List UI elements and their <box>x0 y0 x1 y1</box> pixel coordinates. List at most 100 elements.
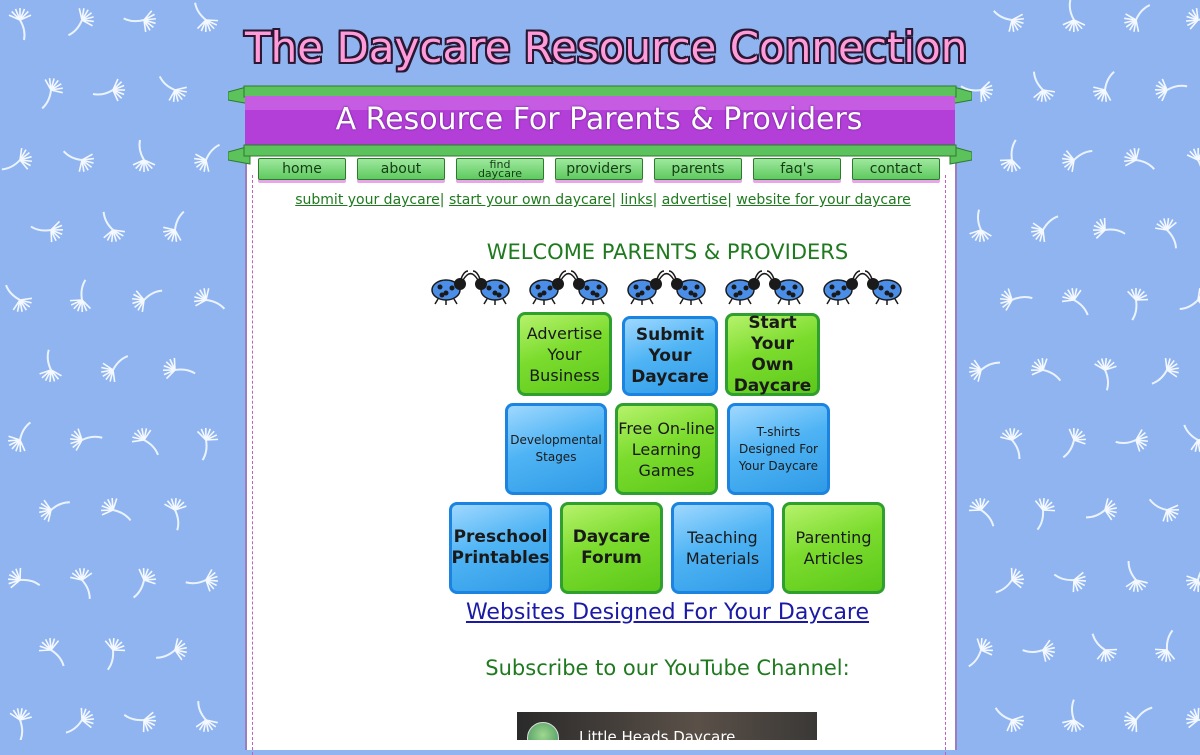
dandelion-seed-icon <box>97 494 136 532</box>
tile-tshirts[interactable]: T-shirts Designed For Your Daycare <box>727 403 830 495</box>
dandelion-seed-icon <box>1144 354 1183 389</box>
dandelion-seed-icon <box>133 140 155 172</box>
tile-teaching-materials[interactable]: Teaching Materials <box>671 502 774 594</box>
link-advertise[interactable]: advertise <box>662 192 727 208</box>
link-start-own-daycare[interactable]: start your own daycare <box>449 192 611 208</box>
dandelion-seed-icon <box>160 355 198 387</box>
dandelion-seed-icon <box>1178 417 1200 456</box>
dandelion-seed-icon <box>969 209 994 243</box>
link-separator: | <box>653 192 658 208</box>
tile-daycare-forum[interactable]: Daycare Forum <box>560 502 663 594</box>
dandelion-seed-icon <box>1182 705 1200 739</box>
dandelion-seed-icon <box>97 208 127 245</box>
tile-developmental-stages[interactable]: Developmental Stages <box>505 403 607 495</box>
dandelion-seed-icon <box>1090 215 1128 247</box>
dandelion-seed-icon <box>997 137 1029 175</box>
dandelion-seed-icon <box>69 428 103 453</box>
tile-preschool-printables[interactable]: Preschool Printables <box>449 502 552 594</box>
nav-tab-faqs[interactable]: faq's <box>753 158 841 180</box>
dandelion-seed-icon <box>1024 494 1058 533</box>
dandelion-seed-icon <box>190 139 229 176</box>
websites-designed-link[interactable]: Websites Designed For Your Daycare <box>420 600 915 630</box>
dandelion-seed-icon <box>185 567 219 592</box>
tile-submit-daycare[interactable]: Submit Your Daycare <box>622 316 718 396</box>
link-separator: | <box>727 192 732 208</box>
nav-tab-parents[interactable]: parents <box>654 158 742 180</box>
dandelion-seed-icon <box>9 8 31 40</box>
dandelion-seed-icon <box>999 426 1026 461</box>
dandelion-seed-icon <box>999 288 1033 313</box>
dandelion-seed-icon <box>93 79 125 101</box>
dandelion-seed-icon <box>37 495 73 523</box>
dandelion-seed-icon <box>153 637 189 665</box>
dandelion-seed-icon <box>191 698 219 734</box>
dandelion-seed-icon <box>959 634 998 672</box>
site-subtitle: A Resource For Parents & Providers <box>245 95 953 145</box>
dandelion-seed-icon <box>1027 68 1057 105</box>
dandelion-seed-icon <box>28 213 66 245</box>
tile-start-own-daycare[interactable]: Start Your Own Daycare <box>725 313 820 396</box>
dandelion-seed-icon <box>990 698 1028 737</box>
dandelion-seed-icon <box>97 350 136 386</box>
link-submit-daycare[interactable]: submit your daycare <box>295 192 440 208</box>
ladybug-icon <box>665 271 705 305</box>
dandelion-seed-icon <box>4 565 42 599</box>
dandelion-seed-icon <box>1063 0 1086 32</box>
dandelion-seed-icon <box>1060 144 1097 174</box>
dandelion-seed-icon <box>1061 698 1089 734</box>
ladybug-icon <box>824 271 864 305</box>
dandelion-seed-icon <box>94 634 128 672</box>
youtube-video-embed[interactable]: Little Heads Daycare <box>517 712 817 740</box>
channel-avatar <box>527 722 559 740</box>
dandelion-seed-icon <box>39 349 64 383</box>
ladybug-icon <box>567 271 607 305</box>
ladybug-icon <box>628 271 668 305</box>
nav-tab-home[interactable]: home <box>258 158 346 180</box>
dandelion-seed-icon <box>59 705 98 739</box>
dandelion-seed-icon <box>0 277 36 316</box>
dandelion-seed-icon <box>1115 427 1149 452</box>
main-nav: home about find daycare providers parent… <box>258 158 948 184</box>
nav-tab-about[interactable]: about <box>357 158 445 180</box>
dandelion-seed-icon <box>1092 357 1117 391</box>
dandelion-seed-icon <box>1153 216 1183 253</box>
dandelion-seed-icon <box>69 566 97 602</box>
dandelion-seed-icon <box>189 425 221 463</box>
ladybug-icon <box>763 271 803 305</box>
link-separator: | <box>440 192 445 208</box>
dandelion-seed-icon <box>1176 286 1200 316</box>
dandelion-seed-icon <box>1118 285 1150 323</box>
dandelion-seed-icon <box>1089 67 1126 106</box>
dandelion-seed-icon <box>129 284 166 314</box>
nav-tab-providers[interactable]: providers <box>555 158 643 180</box>
dandelion-seed-icon <box>6 706 33 740</box>
dandelion-seed-icon <box>1027 210 1066 245</box>
dandelion-seed-icon <box>1122 558 1149 593</box>
dandelion-seed-icon <box>1120 0 1159 36</box>
dandelion-seed-icon <box>1183 6 1200 36</box>
dandelion-seed-icon <box>189 0 221 35</box>
link-website-for-daycare[interactable]: website for your daycare <box>736 192 910 208</box>
ladybug-row <box>424 270 914 306</box>
dandelion-seed-icon <box>989 0 1028 36</box>
dandelion-seed-icon <box>967 356 1002 383</box>
dandelion-seed-icon <box>966 494 1000 532</box>
dandelion-seed-icon <box>1145 488 1183 526</box>
dandelion-seed-icon <box>159 207 196 246</box>
dandelion-seed-icon <box>1051 561 1090 595</box>
dandelion-seed-icon <box>1083 497 1118 524</box>
dandelion-seed-icon <box>122 4 159 34</box>
tile-parenting-articles[interactable]: Parenting Articles <box>782 502 885 594</box>
dandelion-seed-icon <box>121 701 159 735</box>
dandelion-seed-icon <box>154 67 191 106</box>
welcome-heading: WELCOME PARENTS & PROVIDERS <box>420 240 915 268</box>
dandelion-seed-icon <box>989 565 1027 599</box>
ladybug-icon <box>726 271 766 305</box>
dandelion-seed-icon <box>1152 627 1186 666</box>
dandelion-seed-icon <box>36 634 70 673</box>
tile-advertise-business[interactable]: Advertise Your Business <box>517 312 612 396</box>
tile-free-learning-games[interactable]: Free On-line Learning Games <box>615 403 718 495</box>
nav-tab-find-daycare[interactable]: find daycare <box>456 158 544 180</box>
link-links[interactable]: links <box>621 192 653 208</box>
nav-tab-contact[interactable]: contact <box>852 158 940 180</box>
